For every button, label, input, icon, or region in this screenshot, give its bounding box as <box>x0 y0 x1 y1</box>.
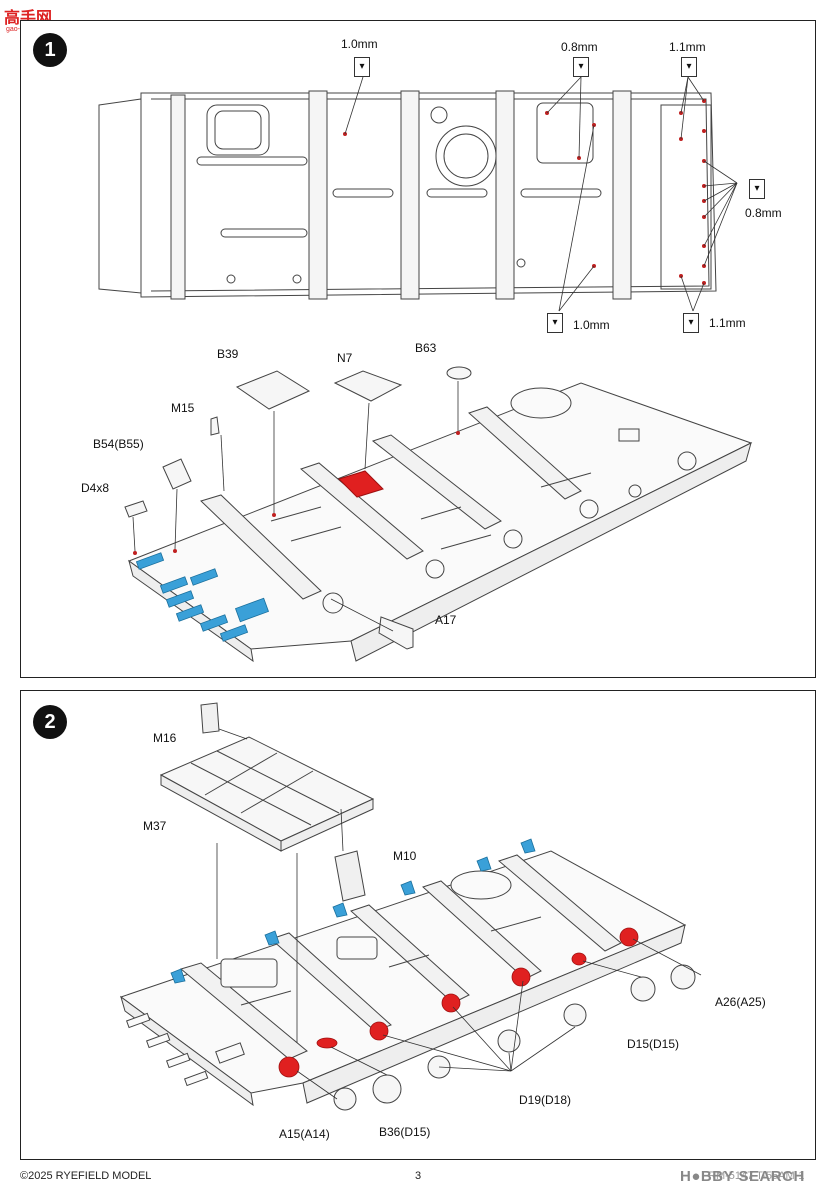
part-label-d19: D19(D18) <box>519 1093 572 1107</box>
step-2-panel: 2 <box>20 690 816 1160</box>
a17-part <box>378 616 414 650</box>
drill-size-label: 1.0mm <box>573 318 610 332</box>
d19-part-2 <box>497 1029 521 1053</box>
m15-part <box>210 416 220 436</box>
n7-plate <box>333 370 403 402</box>
floating-parts <box>124 366 472 650</box>
d15-part <box>630 976 656 1002</box>
part-label-b36: B36(D15) <box>379 1125 431 1139</box>
part-label-b63: B63 <box>415 341 437 355</box>
footer-kit-code: RM-5147 T-55AM-1 <box>708 1170 805 1182</box>
b63-disc <box>446 366 472 380</box>
footer-page-number: 3 <box>415 1170 422 1182</box>
part-label-m10: M10 <box>393 849 417 863</box>
red-housings <box>278 927 639 1078</box>
part-label-b54: B54(B55) <box>93 437 144 451</box>
m37-deck <box>159 736 375 852</box>
d4-part <box>124 500 148 518</box>
n7-highlight <box>338 470 384 498</box>
hull-isometric-2 <box>119 850 687 1107</box>
blue-clips <box>170 838 536 984</box>
step-2-drawing <box>119 702 702 1111</box>
part-label-d4x8: D4x8 <box>81 481 110 495</box>
step-1-number: 1 <box>33 33 67 67</box>
drill-bit-icon: ▾ <box>749 179 765 199</box>
drill-bit-icon: ▾ <box>681 57 697 77</box>
b39-plate <box>235 370 311 410</box>
drill-holes <box>343 99 706 285</box>
drill-bit-icon: ▾ <box>547 313 563 333</box>
drill-size-label: 1.1mm <box>669 40 706 54</box>
m16-plate <box>200 702 220 734</box>
d19-part-3 <box>563 1003 587 1027</box>
drill-size-label: 1.0mm <box>341 37 378 51</box>
part-label-n7: N7 <box>337 351 353 365</box>
leader-lines <box>344 76 738 312</box>
b36-part <box>372 1074 402 1104</box>
step-1-drawing <box>98 76 753 663</box>
part-label-m16: M16 <box>153 731 177 745</box>
step-2-number: 2 <box>33 705 67 739</box>
drill-size-label: 0.8mm <box>745 206 782 220</box>
b54-part <box>162 458 192 490</box>
hull-isometric <box>127 382 753 663</box>
drill-size-label: 0.8mm <box>561 40 598 54</box>
step-1-panel: 1 <box>20 20 816 678</box>
a26-part <box>670 964 696 990</box>
part-label-b39: B39 <box>217 347 239 361</box>
part-label-a15: A15(A14) <box>279 1127 330 1141</box>
part-label-m37: M37 <box>143 819 167 833</box>
part-label-a17: A17 <box>435 613 457 627</box>
drill-bit-icon: ▾ <box>683 313 699 333</box>
watermark-text: H●BBY SEARCH <box>680 1168 805 1185</box>
part-label-a26: A26(A25) <box>715 995 766 1009</box>
loose-parts <box>333 964 696 1111</box>
drill-bit-icon: ▾ <box>573 57 589 77</box>
part-label-d15: D15(D15) <box>627 1037 680 1051</box>
hull-top-view <box>98 90 717 300</box>
m10-plate <box>334 850 366 902</box>
footer-copyright: ©2025 RYEFIELD MODEL <box>20 1170 152 1182</box>
drill-size-label: 1.1mm <box>709 316 746 330</box>
part-label-m15: M15 <box>171 401 195 415</box>
d4-brackets <box>135 552 270 642</box>
a15-part <box>333 1087 357 1111</box>
drill-bit-icon: ▾ <box>354 57 370 77</box>
